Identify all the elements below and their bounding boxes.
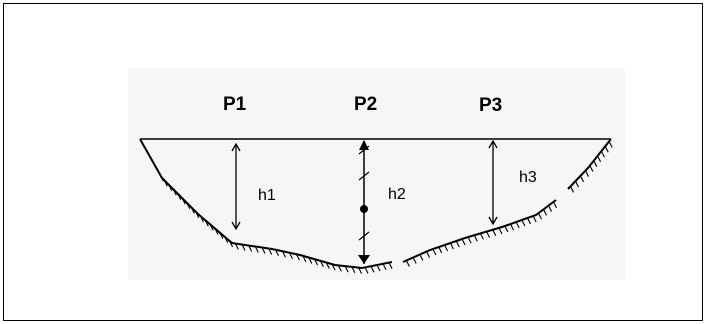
hatch-mark (444, 244, 449, 252)
riverbank-right (567, 138, 612, 190)
hatch-mark (147, 152, 152, 160)
hatch-mark (163, 180, 168, 187)
riverbed-hatching (141, 141, 613, 274)
hatch-mark (419, 254, 424, 261)
hatch-mark (181, 198, 186, 205)
hatch-mark (204, 219, 209, 227)
hatch-mark (214, 228, 219, 235)
hatch-mark (296, 254, 300, 261)
hatch-mark (486, 231, 491, 238)
hatch-mark (331, 263, 336, 271)
hatch-mark (597, 155, 602, 163)
hatch-mark (593, 160, 598, 167)
hatch-mark (608, 141, 613, 148)
hatch-mark (543, 209, 547, 216)
hatch-mark (289, 252, 293, 259)
hatch-mark (314, 258, 319, 266)
hatch-mark (248, 245, 253, 252)
point-label-p1: P1 (223, 94, 247, 115)
depth-arrow-h1 (231, 142, 241, 231)
velocity-measurement-point (360, 205, 368, 213)
point-label-p2: P2 (354, 94, 377, 115)
hatch-mark (337, 265, 342, 272)
depth-label-h2: h2 (388, 186, 406, 203)
hatch-mark (473, 235, 478, 242)
depth-arrow-h3 (488, 139, 498, 226)
hatch-mark (153, 163, 158, 171)
hatch-mark (229, 240, 234, 248)
hatch-mark (358, 267, 363, 274)
hatch-mark (199, 215, 204, 223)
hatch-mark (234, 243, 239, 250)
hatch-mark (275, 249, 279, 256)
hatch-mark (156, 169, 161, 176)
hatch-mark (438, 246, 443, 254)
hatch-mark (570, 186, 574, 193)
hatch-mark (510, 223, 514, 231)
hatch-mark (344, 265, 349, 273)
hatch-mark (302, 255, 307, 263)
hatch-mark (538, 212, 542, 220)
hatch-mark (308, 257, 313, 264)
hatch-mark (186, 202, 191, 209)
hatch-mark (376, 264, 381, 272)
hatch-mark (268, 248, 273, 255)
hatch-mark (195, 211, 200, 218)
hatch-mark (168, 184, 173, 191)
hatch-mark (190, 207, 195, 214)
hatch-mark (412, 257, 417, 264)
hatch-mark (405, 260, 410, 267)
hatch-mark (325, 262, 330, 269)
hatch-mark (282, 251, 286, 258)
hatch-mark (532, 215, 537, 223)
hatch-mark (382, 263, 387, 271)
hatch-mark (351, 266, 356, 274)
hatch-mark (150, 158, 155, 165)
hatch-mark (319, 260, 324, 268)
hatch-mark (600, 150, 605, 158)
hatch-mark (527, 217, 531, 225)
hatch-mark (492, 229, 497, 236)
hatch-mark (461, 238, 466, 246)
hatch-mark (479, 233, 484, 240)
hatch-mark (449, 242, 454, 250)
hatch-mark (177, 193, 182, 200)
hatch-mark (224, 236, 229, 244)
hatch-mark (580, 175, 584, 183)
depth-label-h1: h1 (258, 187, 276, 204)
depth-label-h3: h3 (519, 169, 537, 186)
hatch-mark (254, 246, 259, 253)
depth-arrow-h2 (358, 140, 370, 264)
hatch-mark (241, 244, 246, 251)
hatch-mark (261, 247, 266, 254)
hatch-mark (548, 205, 552, 212)
hatch-mark (426, 251, 431, 258)
hatch-mark (364, 267, 369, 274)
hatch-mark (455, 240, 460, 248)
riverbed-right (402, 199, 557, 263)
hatch-mark (144, 147, 149, 154)
hatch-mark (370, 265, 375, 273)
hatch-mark (498, 227, 503, 235)
diagram-background-panel (128, 68, 625, 280)
point-label-p3: P3 (479, 95, 502, 116)
hatch-mark (585, 170, 589, 177)
hatch-mark (504, 225, 509, 233)
hatch-mark (219, 232, 224, 239)
hatch-mark (553, 201, 557, 209)
hatch-mark (604, 146, 609, 153)
hatch-mark (432, 248, 437, 256)
hatch-mark (209, 224, 214, 231)
hatch-mark (575, 180, 579, 188)
hatch-mark (467, 236, 472, 244)
hatch-mark (589, 165, 594, 172)
hatch-mark (515, 221, 520, 229)
hatch-mark (172, 189, 177, 196)
hatch-mark (388, 262, 393, 269)
hatch-mark (159, 174, 164, 182)
hatch-mark (521, 219, 526, 227)
hatch-mark (141, 141, 146, 149)
